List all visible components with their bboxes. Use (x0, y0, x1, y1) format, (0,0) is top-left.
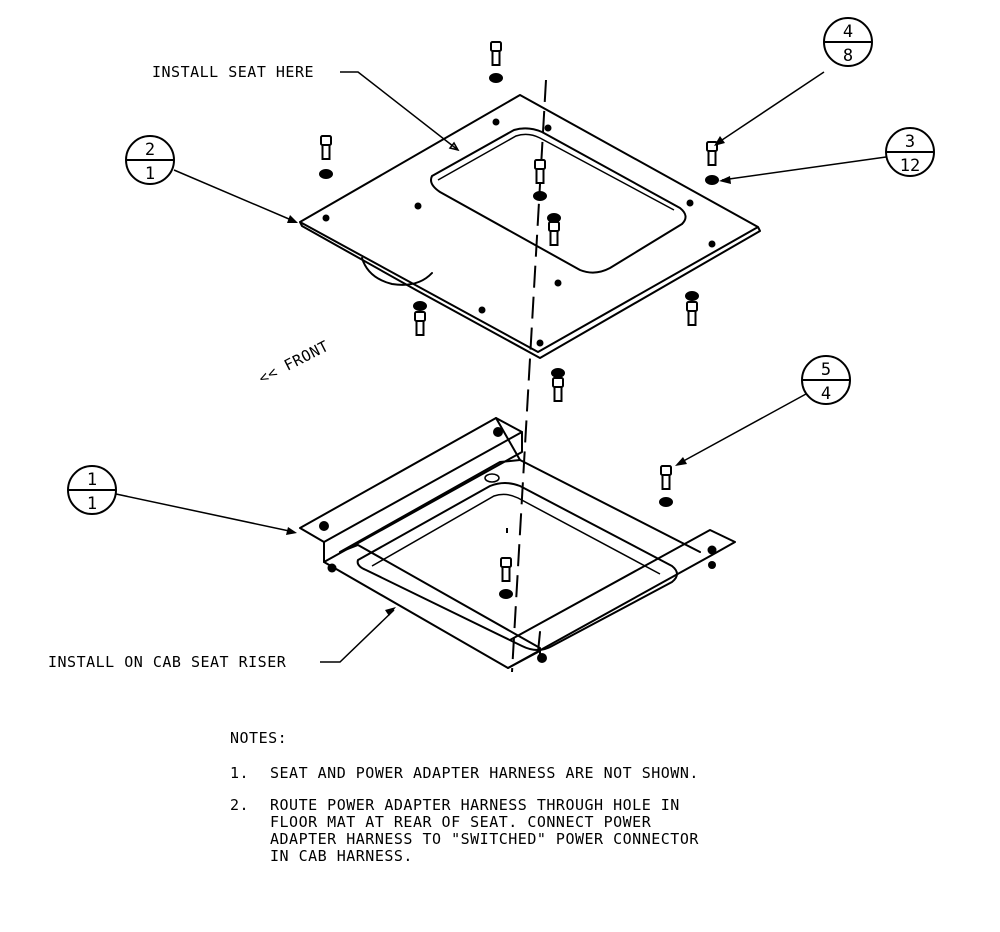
notes-section: NOTES: 1. SEAT AND POWER ADAPTER HARNESS… (230, 730, 850, 880)
seat-adapter-plate (299, 94, 761, 359)
note-number: 1. (230, 764, 250, 782)
balloon-item-3: 3 12 (885, 127, 935, 177)
note-text: ROUTE POWER ADAPTER HARNESS THROUGH HOLE… (270, 796, 699, 865)
note-number: 2. (230, 796, 250, 814)
leader-lines (115, 71, 887, 663)
balloon-item-2: 2 1 (125, 135, 175, 185)
seat-riser-frame (299, 417, 736, 669)
balloon-item-5: 5 4 (801, 355, 851, 405)
balloon-quantity: 8 (843, 46, 853, 66)
balloon-item-1: 1 1 (67, 465, 117, 515)
install-seat-label: INSTALL SEAT HERE (152, 63, 314, 81)
note-item: 1. SEAT AND POWER ADAPTER HARNESS ARE NO… (230, 765, 850, 782)
balloon-quantity: 1 (145, 164, 155, 184)
balloon-item-number: 1 (87, 470, 97, 490)
balloon-item-4: 4 8 (823, 17, 873, 67)
balloon-item-number: 5 (821, 360, 831, 380)
balloon-quantity: 1 (87, 494, 97, 514)
install-riser-label: INSTALL ON CAB SEAT RISER (48, 653, 287, 671)
balloon-quantity: 4 (821, 384, 831, 404)
balloon-quantity: 12 (900, 156, 920, 176)
note-item: 2. ROUTE POWER ADAPTER HARNESS THROUGH H… (230, 797, 850, 865)
balloon-item-number: 2 (145, 140, 155, 160)
front-direction-label: << FRONT (256, 337, 332, 388)
notes-title: NOTES: (230, 729, 288, 747)
note-text: SEAT AND POWER ADAPTER HARNESS ARE NOT S… (270, 764, 699, 782)
balloon-item-number: 3 (905, 132, 915, 152)
balloon-item-number: 4 (843, 22, 853, 42)
bolts-and-washers (319, 41, 719, 599)
